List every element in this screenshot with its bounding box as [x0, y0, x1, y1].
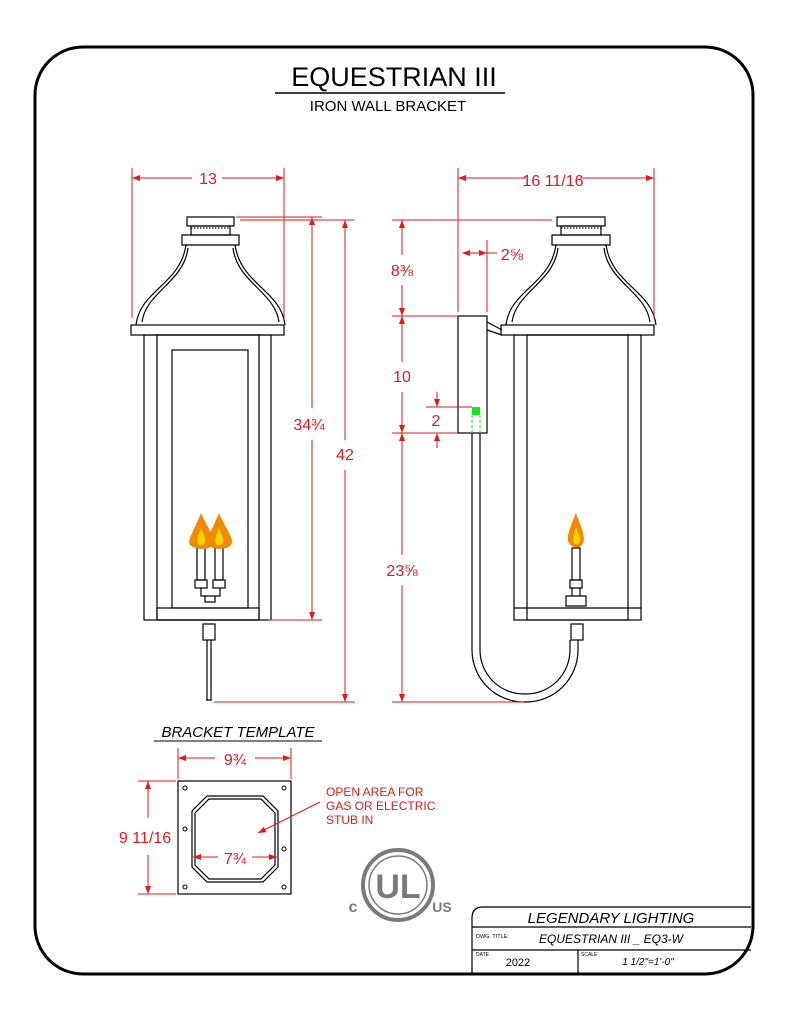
side-bracket-offset-dimension: [462, 240, 497, 312]
template-width-label: 9¾: [224, 752, 247, 769]
side-stub-label: 2: [432, 413, 441, 430]
front-view-lantern: [130, 216, 286, 701]
front-width-label: 13: [199, 171, 217, 188]
template-note: OPEN AREA FOR GAS OR ELECTRIC STUB IN: [326, 785, 439, 827]
drawing-subtitle: IRON WALL BRACKET: [310, 98, 466, 115]
title-block-dwg-label: DWG. TITLE:: [476, 934, 509, 940]
template-note-line-1: OPEN AREA FOR: [326, 785, 424, 799]
side-depth-label: 16 11/16: [522, 173, 583, 190]
template-opening-label: 7¾: [224, 851, 247, 868]
side-vertical-dimensions: [392, 219, 552, 703]
title-block-scale: 1 1/2"=1'-0": [622, 957, 674, 968]
template-plate: [177, 780, 292, 895]
side-bracket-height-label: 10: [393, 369, 411, 386]
title-block-date: 2022: [506, 957, 530, 969]
side-bracket-offset-label: 2⅝: [501, 247, 524, 264]
front-overall-height-dimension: [214, 219, 355, 703]
side-top-height-label: 8⅜: [391, 263, 414, 280]
ul-certification-mark: UL c US: [349, 848, 452, 922]
front-overall-height-label: 42: [336, 447, 354, 464]
template-heading: BRACKET TEMPLATE: [161, 724, 315, 741]
ul-us-label: US: [432, 899, 451, 915]
title-block-scale-label: SCALE: [581, 952, 598, 958]
template-note-line-2: GAS OR ELECTRIC: [326, 799, 436, 813]
title-block: [471, 906, 751, 974]
ul-c-label: c: [349, 899, 358, 916]
template-height-label: 9 11/16: [119, 830, 171, 847]
sheet-border: [33, 45, 755, 976]
title-block-company: LEGENDARY LIGHTING: [528, 910, 695, 927]
side-depth-label-text: 16 11/16: [522, 173, 583, 190]
side-flame: [567, 513, 584, 548]
template-screw-holes: [182, 785, 287, 890]
front-width-dimension: [131, 168, 285, 318]
title-block-dwg-title: EQUESTRIAN III _ EQ3-W: [539, 932, 685, 946]
front-fixture-height-label: 34¾: [293, 417, 325, 434]
template-width-dimension: [177, 748, 292, 779]
front-fixture-height-dimension: [236, 216, 322, 621]
side-lower-height-label: 23⅝: [386, 563, 418, 580]
template-height-dimension: [138, 780, 176, 895]
gas-stub-marker: [472, 407, 480, 415]
title-block-date-label: DATE: [476, 952, 490, 958]
side-view-lantern: [457, 216, 657, 703]
template-note-leader: [257, 801, 321, 834]
side-depth-dimension: [457, 168, 655, 318]
ul-mark-label: UL: [375, 868, 420, 906]
drawing-title: EQUESTRIAN III: [291, 62, 497, 92]
template-note-line-3: STUB IN: [326, 813, 373, 827]
gas-stub-hidden-lines: [471, 415, 481, 433]
front-flame-right: [207, 513, 232, 549]
